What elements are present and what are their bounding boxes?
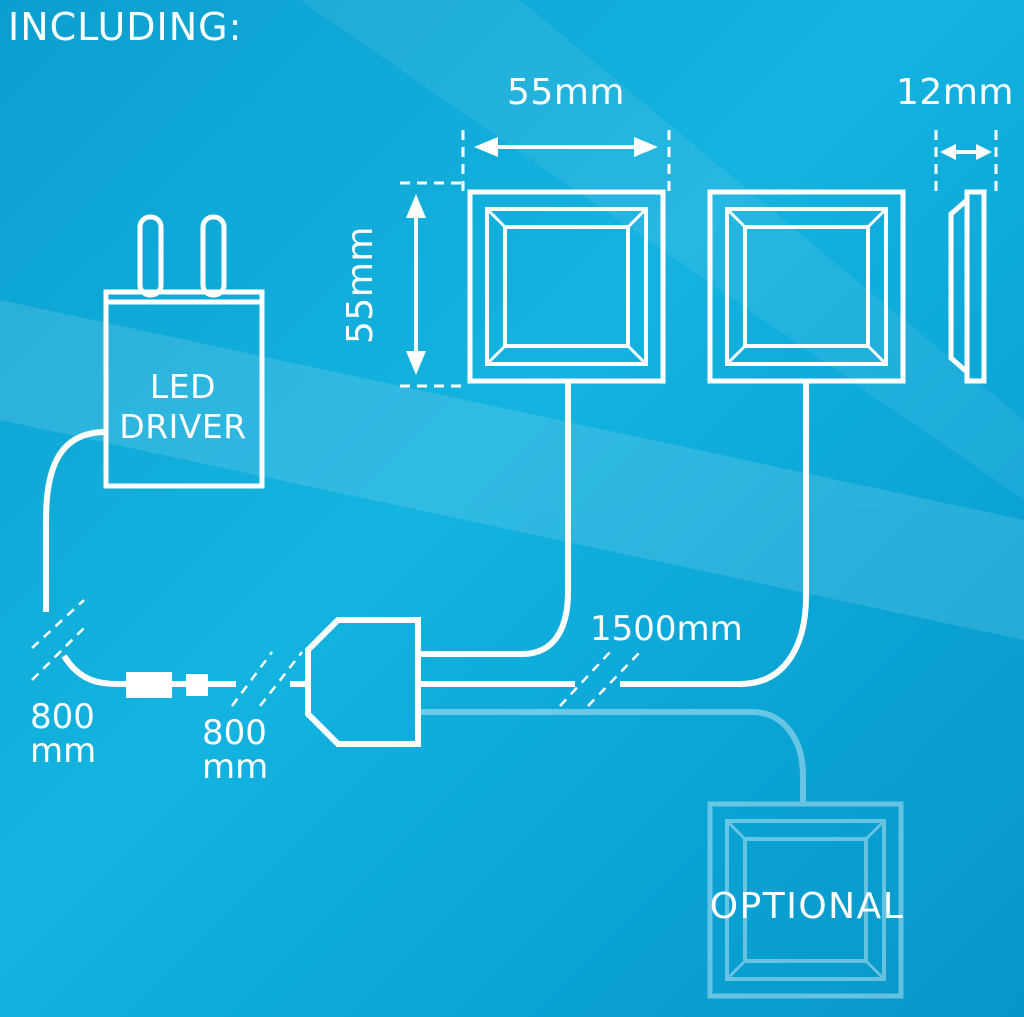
depth-dimension-label: 12mm — [896, 72, 1014, 113]
led-light-side-profile — [948, 189, 987, 384]
width-dimension-label: 55mm — [507, 72, 625, 113]
led-driver — [103, 214, 265, 489]
plug-pin-right — [200, 214, 227, 298]
driver-cable-top — [43, 429, 107, 612]
led-light-1 — [467, 189, 666, 384]
cable-break-marks — [31, 599, 641, 707]
cable-length-light: 1500mm — [590, 609, 743, 649]
optional-label: OPTIONAL — [710, 886, 905, 927]
dimension-arrowheads — [406, 137, 992, 375]
driver-label-line1: LED — [150, 367, 216, 406]
driver-label-line2: DRIVER — [119, 407, 246, 446]
cable-length-left-unit: mm — [30, 731, 96, 771]
optional-light — [420, 709, 904, 999]
driver-body — [103, 289, 265, 489]
dimension-markers — [400, 130, 998, 388]
cables — [43, 383, 809, 687]
cable-length-left-value: 800 — [30, 697, 95, 737]
light-cable-2-right — [620, 383, 809, 687]
height-dimension-label: 55mm — [340, 226, 381, 344]
cable-length-mid-unit: mm — [202, 747, 268, 787]
inline-connector-plug — [186, 674, 208, 696]
inline-connector — [126, 672, 172, 698]
title: INCLUDING: — [8, 5, 242, 49]
light-cable-1 — [420, 383, 571, 657]
splitter-box — [305, 617, 421, 747]
led-light-2 — [707, 189, 906, 384]
driver-cable-bottom — [61, 654, 127, 687]
cable-length-mid-value: 800 — [202, 713, 267, 753]
plug-pin-left — [137, 214, 164, 298]
